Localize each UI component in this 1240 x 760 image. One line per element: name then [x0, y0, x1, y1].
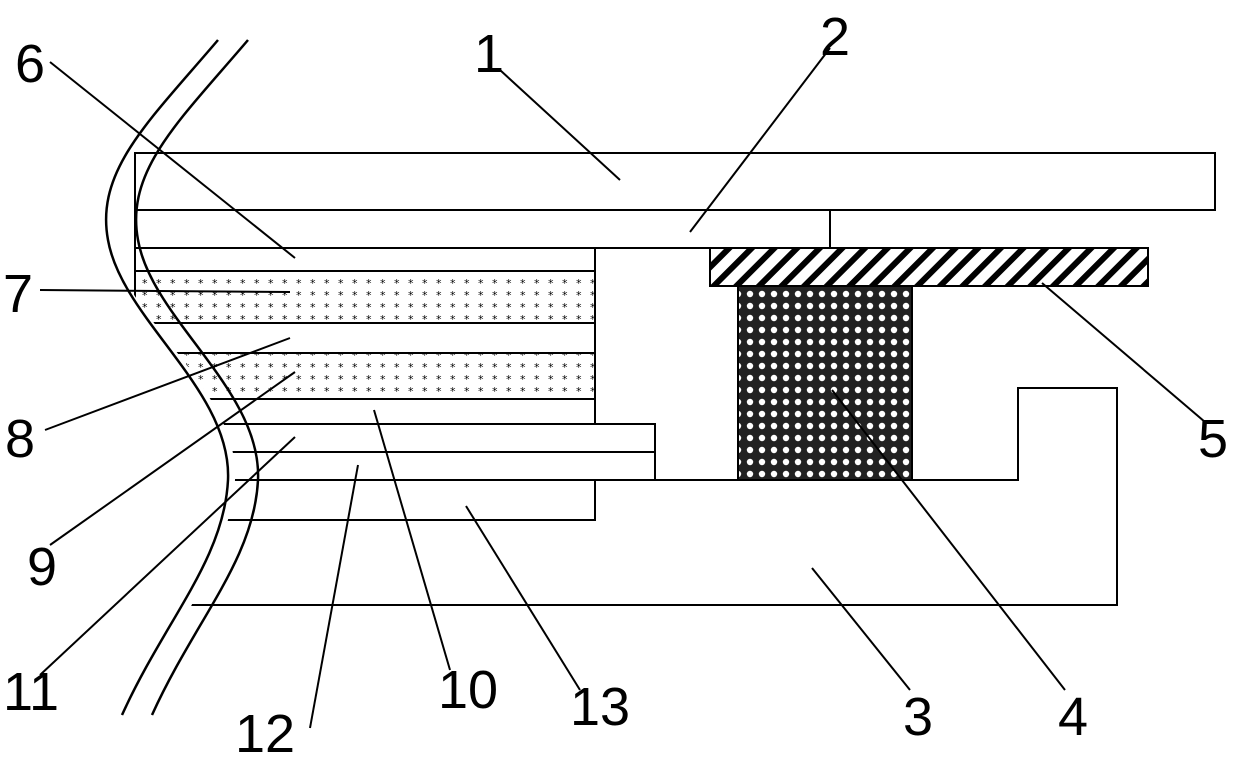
- part-7-dotted-layer: [135, 271, 595, 323]
- label-2: 2: [820, 7, 850, 67]
- label-5: 5: [1198, 409, 1228, 469]
- part-6-layer: [135, 248, 595, 271]
- label-6: 6: [15, 34, 45, 94]
- label-10: 10: [438, 660, 498, 720]
- label-12: 12: [235, 704, 295, 760]
- part-5-hatched-strip: [710, 248, 1148, 286]
- label-13: 13: [570, 677, 630, 737]
- part-1-top-plate: [135, 153, 1215, 210]
- label-3: 3: [903, 687, 933, 747]
- label-11: 11: [3, 662, 59, 722]
- label-7: 7: [3, 264, 33, 324]
- label-8: 8: [5, 409, 35, 469]
- part-4-pillar: [738, 286, 912, 480]
- label-1: 1: [474, 24, 504, 84]
- label-9: 9: [27, 537, 57, 597]
- part-8-layer: [135, 323, 595, 353]
- part-2-layer: [135, 210, 830, 248]
- label-4: 4: [1058, 687, 1088, 747]
